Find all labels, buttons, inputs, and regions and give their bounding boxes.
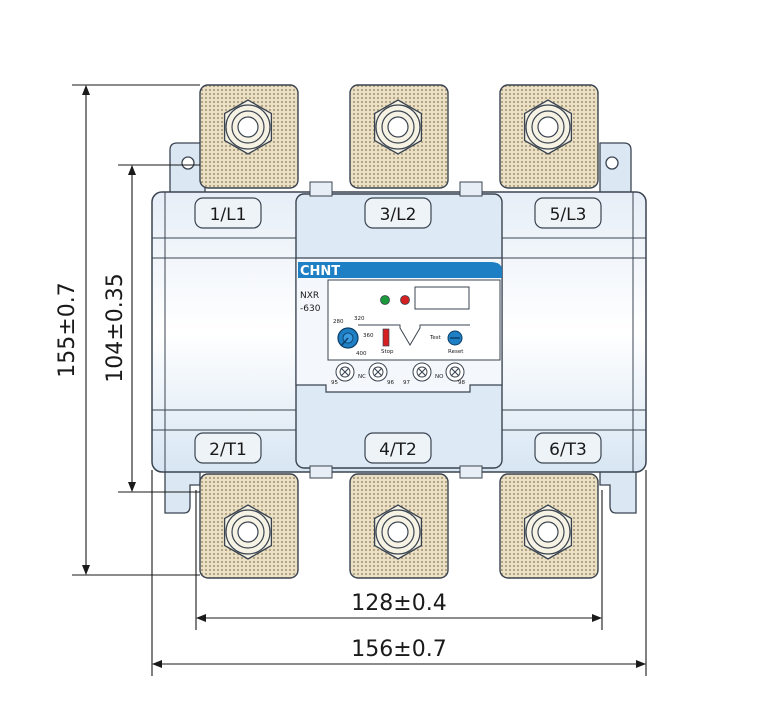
reset-label: Reset [448, 349, 464, 355]
terminal-label-5-l3: 5/L3 [550, 205, 587, 225]
terminal-label-2-t1: 2/T1 [209, 440, 247, 460]
test-label: Test [429, 335, 442, 341]
dim-inner-height: 104±0.35 [103, 273, 128, 382]
dim-overall-width: 156±0.7 [351, 637, 446, 662]
current-dial[interactable] [337, 327, 359, 349]
screw-label-nc: NC [358, 374, 366, 380]
terminal-bolt-4 [223, 504, 273, 560]
brand-stripe [298, 262, 502, 278]
screw-label-95: 95 [331, 380, 338, 386]
aux-screw-4[interactable] [445, 362, 465, 382]
aux-contact-screws [335, 362, 465, 382]
stop-label: Stop [381, 349, 394, 355]
terminal-label-3-l2: 3/L2 [380, 205, 417, 225]
terminal-label-1-l1: 1/L1 [210, 205, 247, 225]
dial-mark-360: 360 [363, 333, 374, 339]
dial-mark-400: 400 [356, 351, 367, 357]
terminal-label-4-t2: 4/T2 [379, 440, 417, 460]
terminal-label-6-t3: 6/T3 [549, 440, 587, 460]
indicator-window [414, 286, 470, 310]
red-led [400, 295, 410, 305]
dimension-lines [72, 84, 647, 676]
dim-terminal-span: 128±0.4 [351, 591, 446, 616]
aux-screw-1[interactable] [335, 362, 355, 382]
relay-panel: CHNT NXR -630 280 320 360 400 Stop Test … [295, 257, 503, 393]
screw-label-97: 97 [403, 380, 410, 386]
screw-label-96: 96 [387, 380, 394, 386]
mounting-brackets [164, 142, 637, 514]
green-led [380, 295, 390, 305]
dial-mark-320: 320 [354, 316, 365, 322]
terminal-bolt-6 [523, 504, 573, 560]
terminal-label-tabs [194, 197, 602, 464]
terminal-bolt-1 [223, 99, 273, 155]
terminal-bolts [223, 99, 573, 560]
model-rating: -630 [300, 304, 321, 314]
terminal-bolt-2 [373, 99, 423, 155]
screw-label-98: 98 [458, 380, 465, 386]
aux-screw-2[interactable] [368, 362, 388, 382]
terminal-bolt-3 [523, 99, 573, 155]
stop-button[interactable] [382, 328, 390, 347]
screw-label-no: NO [435, 374, 444, 380]
aux-screw-3[interactable] [412, 362, 432, 382]
terminal-bolt-5 [373, 504, 423, 560]
model-name: NXR [300, 291, 319, 301]
dim-overall-height: 155±0.7 [55, 282, 80, 377]
brand-logo: CHNT [300, 264, 340, 279]
dial-mark-280: 280 [333, 319, 344, 325]
